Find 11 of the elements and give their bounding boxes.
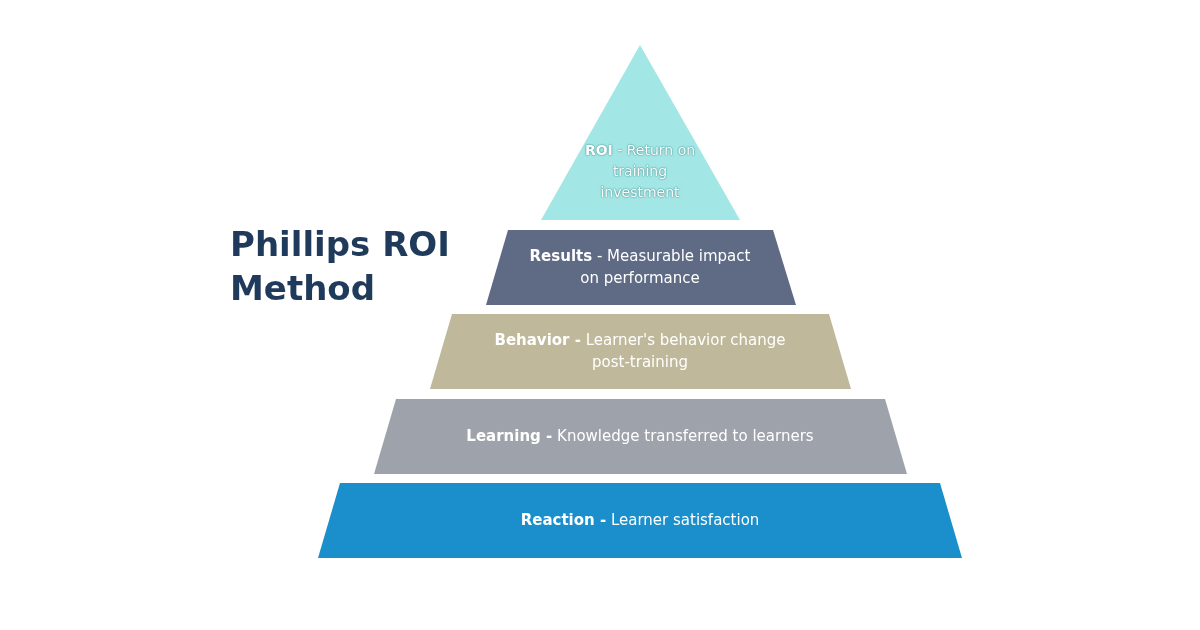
pyramid-tier: [541, 45, 740, 220]
pyramid-tier: [486, 230, 796, 305]
pyramid-tier: [430, 314, 851, 389]
tier-label: Behavior - Learner's behavior change post-training: [493, 330, 787, 373]
pyramid-tier: [374, 399, 907, 474]
tier-label: ROI - Return on training investment: [583, 141, 697, 202]
tier-label: Learning - Knowledge transferred to learners: [465, 426, 815, 447]
diagram-title: Phillips ROI Method: [230, 223, 450, 310]
tier-label: Reaction - Learner satisfaction: [519, 510, 761, 531]
tier-label: Results - Measurable impact on performance: [528, 246, 752, 289]
pyramid-tier: [318, 483, 962, 558]
